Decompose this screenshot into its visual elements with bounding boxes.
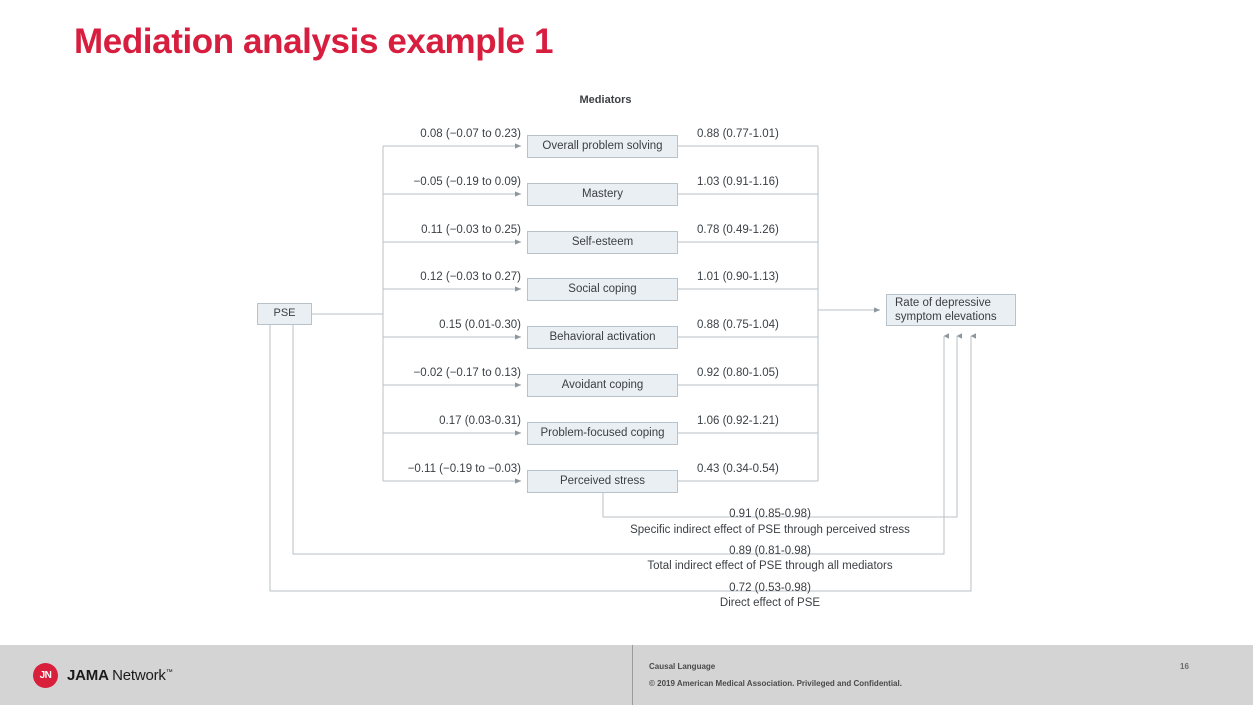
b-path-label: 1.01 (0.90-1.13) bbox=[697, 271, 779, 283]
b-path-label: 0.92 (0.80-1.05) bbox=[697, 367, 779, 379]
node-mediator[interactable]: Self-esteem bbox=[527, 231, 678, 254]
mediator-label: Social coping bbox=[568, 283, 637, 296]
b-path-label: 0.78 (0.49-1.26) bbox=[697, 224, 779, 236]
b-path-label: 1.06 (0.92-1.21) bbox=[697, 415, 779, 427]
trademark-icon: ™ bbox=[165, 669, 173, 676]
logo-light-text: Network bbox=[112, 667, 166, 684]
mediator-label: Avoidant coping bbox=[561, 379, 644, 392]
node-mediator[interactable]: Problem-focused coping bbox=[527, 422, 678, 445]
mediator-label: Perceived stress bbox=[559, 475, 645, 488]
footer-copyright: © 2019 American Medical Association. Pri… bbox=[649, 679, 902, 688]
page-title: Mediation analysis example 1 bbox=[74, 22, 554, 61]
a-path-label: 0.11 (−0.03 to 0.25) bbox=[421, 224, 521, 236]
jn-badge-icon: JN bbox=[33, 663, 58, 688]
mediator-label: Self-esteem bbox=[571, 236, 634, 249]
a-path-label: 0.08 (−0.07 to 0.23) bbox=[420, 128, 521, 140]
a-path-label: −0.05 (−0.19 to 0.09) bbox=[413, 176, 521, 188]
diagram-connector-lines bbox=[269, 143, 976, 592]
node-outcome[interactable]: Rate of depressive symptom elevations bbox=[886, 294, 1016, 326]
footer-divider bbox=[632, 645, 633, 705]
b-path-label: 1.03 (0.91-1.16) bbox=[697, 176, 779, 188]
a-path-label: −0.02 (−0.17 to 0.13) bbox=[413, 367, 521, 379]
mediator-label: Problem-focused coping bbox=[540, 427, 665, 440]
effect-caption: Specific indirect effect of PSE through … bbox=[630, 524, 910, 536]
mediator-label: Mastery bbox=[582, 188, 623, 201]
footer-deck-name: Causal Language bbox=[649, 662, 716, 671]
jama-network-logo: JN JAMA Network™ bbox=[33, 663, 173, 688]
b-path-label: 0.88 (0.75-1.04) bbox=[697, 319, 779, 331]
node-mediator[interactable]: Social coping bbox=[527, 278, 678, 301]
node-mediator[interactable]: Mastery bbox=[527, 183, 678, 206]
node-mediator[interactable]: Behavioral activation bbox=[527, 326, 678, 349]
b-path-label: 0.88 (0.77-1.01) bbox=[697, 128, 779, 140]
node-mediator[interactable]: Perceived stress bbox=[527, 470, 678, 493]
footer-bar bbox=[0, 645, 1253, 705]
a-path-label: 0.12 (−0.03 to 0.27) bbox=[420, 271, 521, 283]
outcome-label-line1: Rate of depressive bbox=[895, 296, 991, 309]
mediation-diagram: Mediators PSE Rate of depressive symptom… bbox=[257, 94, 1016, 609]
footer-page-number: 16 bbox=[1180, 662, 1189, 671]
node-mediator[interactable]: Overall problem solving bbox=[527, 135, 678, 158]
effect-value: 0.91 (0.85-0.98) bbox=[729, 508, 811, 520]
effect-caption: Total indirect effect of PSE through all… bbox=[647, 560, 893, 572]
a-path-label: 0.15 (0.01-0.30) bbox=[439, 319, 521, 331]
mediator-label: Overall problem solving bbox=[542, 140, 663, 153]
logo-bold-text: JAMA bbox=[67, 667, 109, 684]
mediator-label: Behavioral activation bbox=[549, 331, 656, 344]
node-exposure-pse[interactable]: PSE bbox=[257, 303, 312, 325]
outcome-label-line2: symptom elevations bbox=[895, 311, 997, 323]
effect-value: 0.89 (0.81-0.98) bbox=[729, 545, 811, 557]
effect-value: 0.72 (0.53-0.98) bbox=[729, 582, 811, 594]
effect-caption: Direct effect of PSE bbox=[719, 597, 821, 609]
node-exposure-label: PSE bbox=[273, 307, 296, 320]
b-path-label: 0.43 (0.34-0.54) bbox=[697, 463, 779, 475]
mediators-header: Mediators bbox=[579, 94, 632, 106]
a-path-label: −0.11 (−0.19 to −0.03) bbox=[407, 463, 521, 475]
node-mediator[interactable]: Avoidant coping bbox=[527, 374, 678, 397]
a-path-label: 0.17 (0.03-0.31) bbox=[439, 415, 521, 427]
